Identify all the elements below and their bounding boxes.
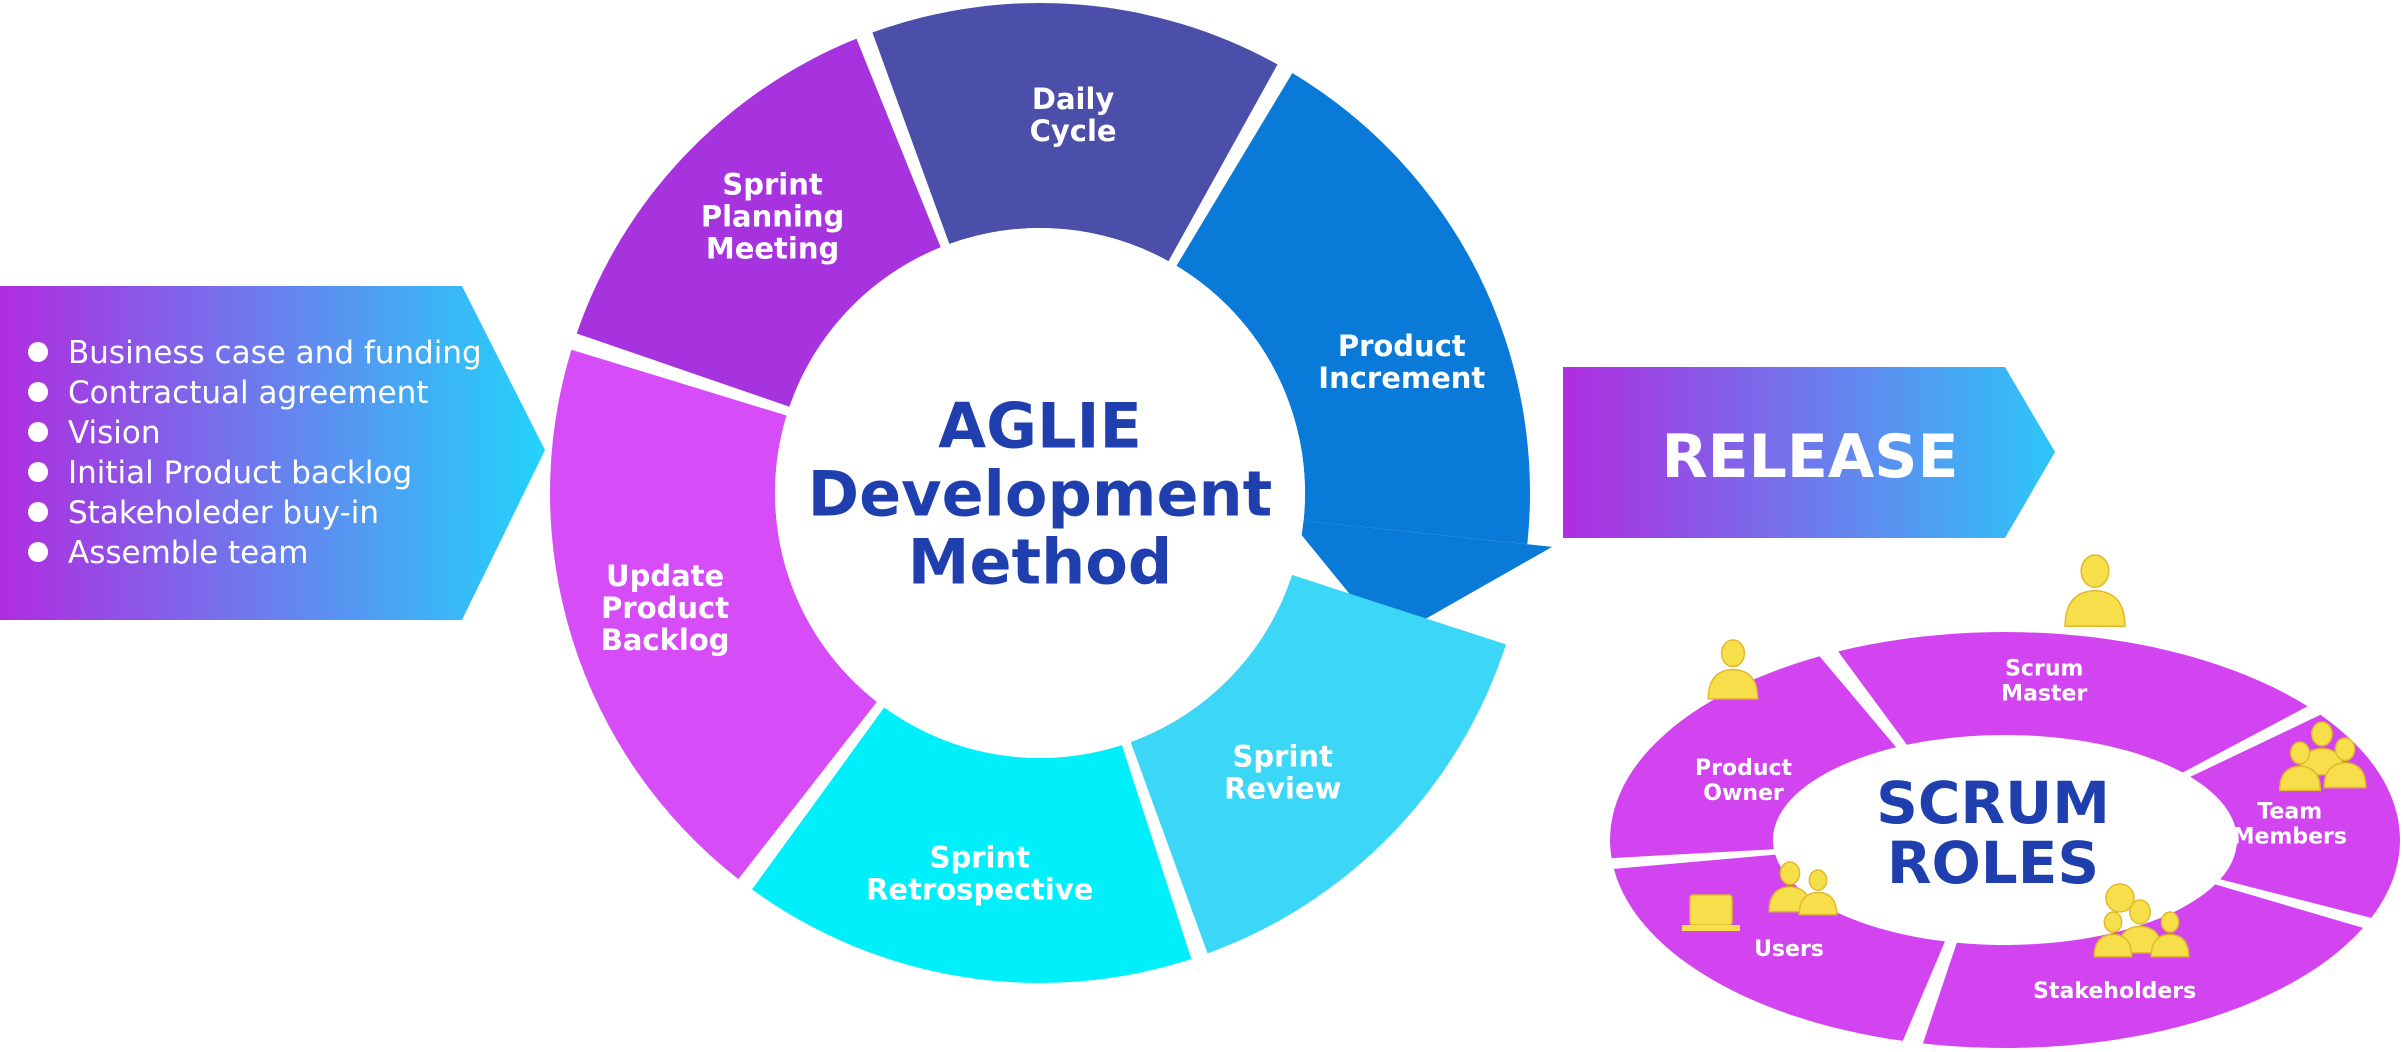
- cycle-segment-sprint-review: [1130, 574, 1507, 954]
- stakeholder-icon: [2117, 899, 2163, 954]
- cycle-title-text-line: AGLIE: [938, 389, 1142, 462]
- product-owner-icon: [1707, 639, 1759, 700]
- release-label: RELEASE: [1661, 422, 1958, 492]
- scrum-segment-stakeholders: [1922, 884, 2363, 1048]
- scrum-label-stakeholders-line: Stakeholders: [2033, 979, 2196, 1004]
- bullet-icon: [28, 542, 48, 562]
- cycle-segment-sprint-planning-meeting: [576, 38, 941, 407]
- scrum-label-team-members-line: Team: [2257, 800, 2322, 825]
- scrum-label-scrum-master-line: Master: [2001, 681, 2087, 706]
- cycle-label-sprint-review-line: Sprint: [1233, 740, 1334, 774]
- input-item: Business case and funding: [68, 335, 482, 371]
- bullet-icon: [28, 342, 48, 362]
- scrum-label-scrum-master-line: Scrum: [2005, 656, 2083, 681]
- laptop-icon: [1689, 894, 1733, 926]
- release-arrow: RELEASE: [1563, 367, 2055, 538]
- user-icon: [1798, 869, 1838, 916]
- cycle-label-daily-cycle-line: Cycle: [1030, 114, 1117, 148]
- cycle-label-product-increment-line: Increment: [1318, 361, 1485, 395]
- scrum-title-text-line: ROLES: [1887, 829, 2099, 897]
- input-item: Initial Product backlog: [68, 455, 412, 491]
- scrum-title-text-line: SCRUM: [1876, 769, 2110, 837]
- stakeholder-icon: [2150, 911, 2190, 958]
- scrum-label-team-members-line: Members: [2233, 825, 2347, 850]
- scrum-label-stakeholders: Stakeholders: [2033, 979, 2196, 1004]
- scrum-segment-scrum-master: [1838, 632, 2308, 773]
- cycle-title-text-line: Development: [808, 457, 1273, 530]
- cycle-label-product-increment-line: Product: [1338, 329, 1466, 363]
- bullet-icon: [28, 502, 48, 522]
- cycle-arrowhead-icon: [1288, 519, 1553, 641]
- input-item: Assemble team: [68, 535, 308, 571]
- cycle-label-sprint-review-line: Review: [1224, 772, 1341, 806]
- cycle-label-sprint-planning-meeting-line: Meeting: [706, 231, 839, 265]
- bullet-icon: [28, 422, 48, 442]
- team-member-icon: [2278, 741, 2322, 792]
- cycle-center: [775, 228, 1305, 758]
- scrum-label-product-owner-line: Product: [1695, 756, 1793, 781]
- scrum-role-icons: [1682, 554, 2367, 958]
- scrum-segment-product-owner: [1610, 656, 1897, 859]
- scrum-master-icon: [2064, 554, 2126, 628]
- input-item: Vision: [68, 415, 161, 451]
- cycle-label-sprint-planning-meeting-line: Sprint: [722, 167, 823, 201]
- cycle-label-daily-cycle-line: Daily: [1032, 82, 1115, 116]
- scrum-label-product-owner-line: Owner: [1703, 781, 1784, 806]
- cycle-segment-product-increment: [1176, 72, 1530, 545]
- input-item: Contractual agreement: [68, 375, 428, 411]
- cycle-segment-daily-cycle: [872, 3, 1278, 262]
- scrum-label-users-line: Users: [1754, 937, 1824, 962]
- laptop-base-icon: [1682, 925, 1740, 931]
- cycle-label-sprint-planning-meeting-line: Planning: [701, 199, 844, 233]
- cycle-label-sprint-retrospective-line: Retrospective: [866, 873, 1093, 907]
- scrum-label-users: Users: [1754, 937, 1824, 962]
- inputs-arrow-shape: [0, 286, 545, 620]
- team-member-icon: [2323, 737, 2367, 789]
- cycle-label-update-product-backlog-line: Update: [606, 559, 724, 593]
- cycle-title-text-line: Method: [908, 525, 1173, 598]
- bullet-icon: [28, 462, 48, 482]
- cycle-label-update-product-backlog-line: Product: [601, 591, 729, 625]
- check-badge-icon: [2105, 883, 2135, 913]
- cycle-label-sprint-retrospective-line: Sprint: [930, 841, 1031, 875]
- release-arrow-shape: [1563, 367, 2055, 538]
- stakeholder-icon: [2093, 911, 2133, 958]
- cycle-segment-sprint-retrospective: [751, 707, 1192, 983]
- cycle-label-update-product-backlog-line: Backlog: [601, 623, 730, 657]
- input-item: Stakeholeder buy-in: [68, 495, 379, 531]
- cycle-segment-update-product-backlog: [549, 349, 877, 880]
- bullet-icon: [28, 382, 48, 402]
